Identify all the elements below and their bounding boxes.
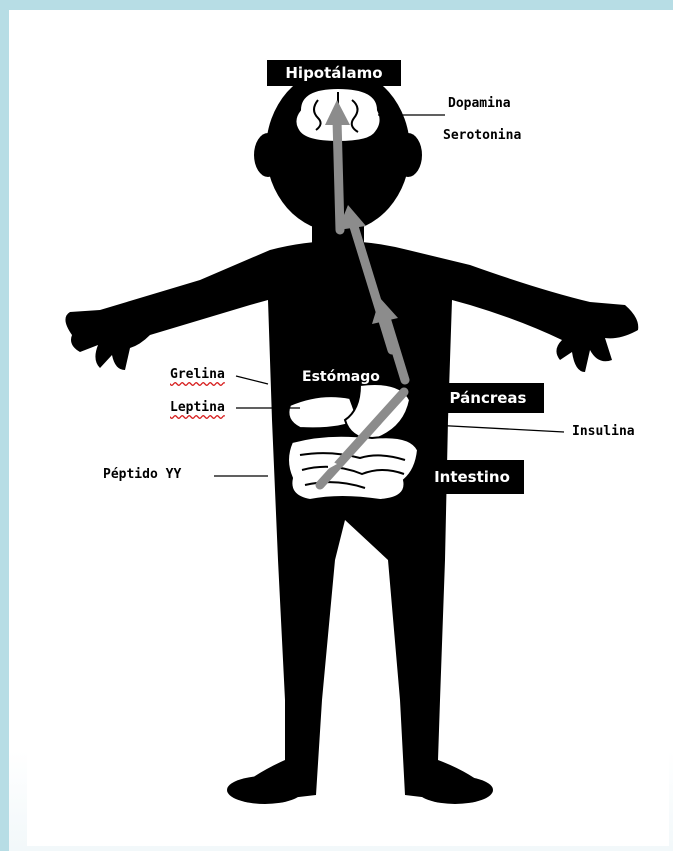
grelina-label: Grelina <box>170 367 225 383</box>
insulina-label: Insulina <box>572 424 635 440</box>
leptina-label: Leptina <box>170 400 225 416</box>
pancreas-label: Páncreas <box>432 383 544 413</box>
dopamina-label: Dopamina <box>448 96 511 112</box>
serotonina-label: Serotonina <box>443 128 521 144</box>
hipotalamo-label: Hipotálamo <box>267 60 401 86</box>
intestino-label: Intestino <box>420 460 524 494</box>
peptido-yy-label: Péptido YY <box>103 467 181 483</box>
estomago-label: Estómago <box>302 368 380 386</box>
